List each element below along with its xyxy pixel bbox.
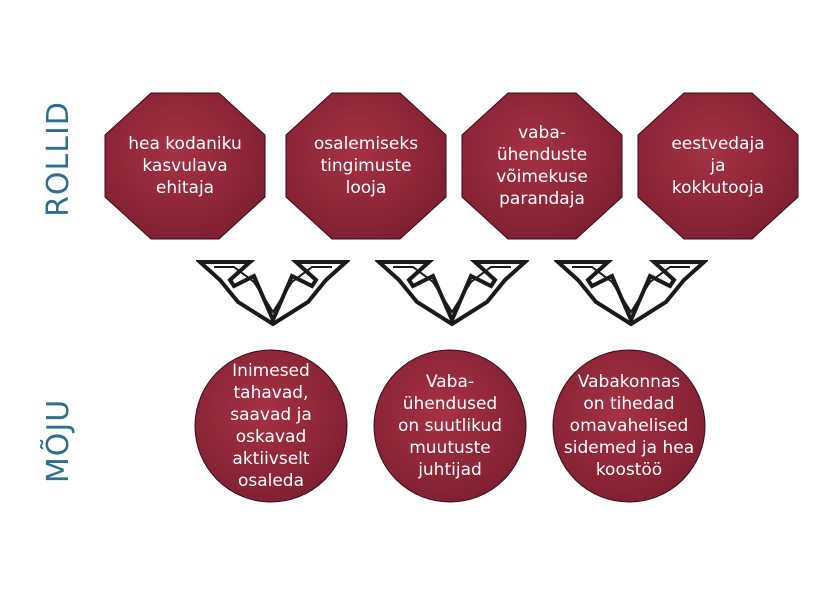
circle-shape (552, 349, 706, 503)
merge-arrow-icon (375, 260, 529, 327)
role-octagon: osalemiseks tingimuste looja (284, 91, 448, 241)
impact-text: Vabakonnas on tihedad omavahelised sidem… (563, 372, 695, 480)
role-text: vaba- ühenduste võimekuse parandaja (496, 123, 588, 209)
role-octagon: hea kodaniku kasvulava ehitaja (103, 91, 267, 241)
role-text: hea kodaniku kasvulava ehitaja (128, 134, 242, 198)
role-text: eestvedaja ja kokkutooja (671, 134, 765, 198)
impact-circle: Vaba- ühendused on suutlikud muutuste ju… (372, 348, 528, 504)
merge-arrow-icon (554, 260, 708, 327)
octagon-shape (285, 92, 447, 240)
impact-text: Inimesed tahavad, saavad ja oskavad akti… (230, 361, 312, 491)
role-text: osalemiseks tingimuste looja (313, 134, 419, 198)
octagon-shape (637, 92, 799, 240)
impact-text: Vaba- ühendused on suutlikud muutuste ju… (398, 372, 502, 480)
roles-label: ROLLID (41, 101, 76, 217)
circle-shape (373, 349, 527, 503)
impact-label: MÕJU (41, 398, 76, 484)
impact-circle: Vabakonnas on tihedad omavahelised sidem… (551, 348, 707, 504)
octagon-shape (461, 92, 623, 240)
role-octagon: eestvedaja ja kokkutooja (636, 91, 800, 241)
impact-circle: Inimesed tahavad, saavad ja oskavad akti… (193, 348, 349, 504)
octagon-shape (104, 92, 266, 240)
merge-arrow-icon (196, 260, 350, 327)
circle-shape (194, 349, 348, 503)
role-octagon: vaba- ühenduste võimekuse parandaja (460, 91, 624, 241)
